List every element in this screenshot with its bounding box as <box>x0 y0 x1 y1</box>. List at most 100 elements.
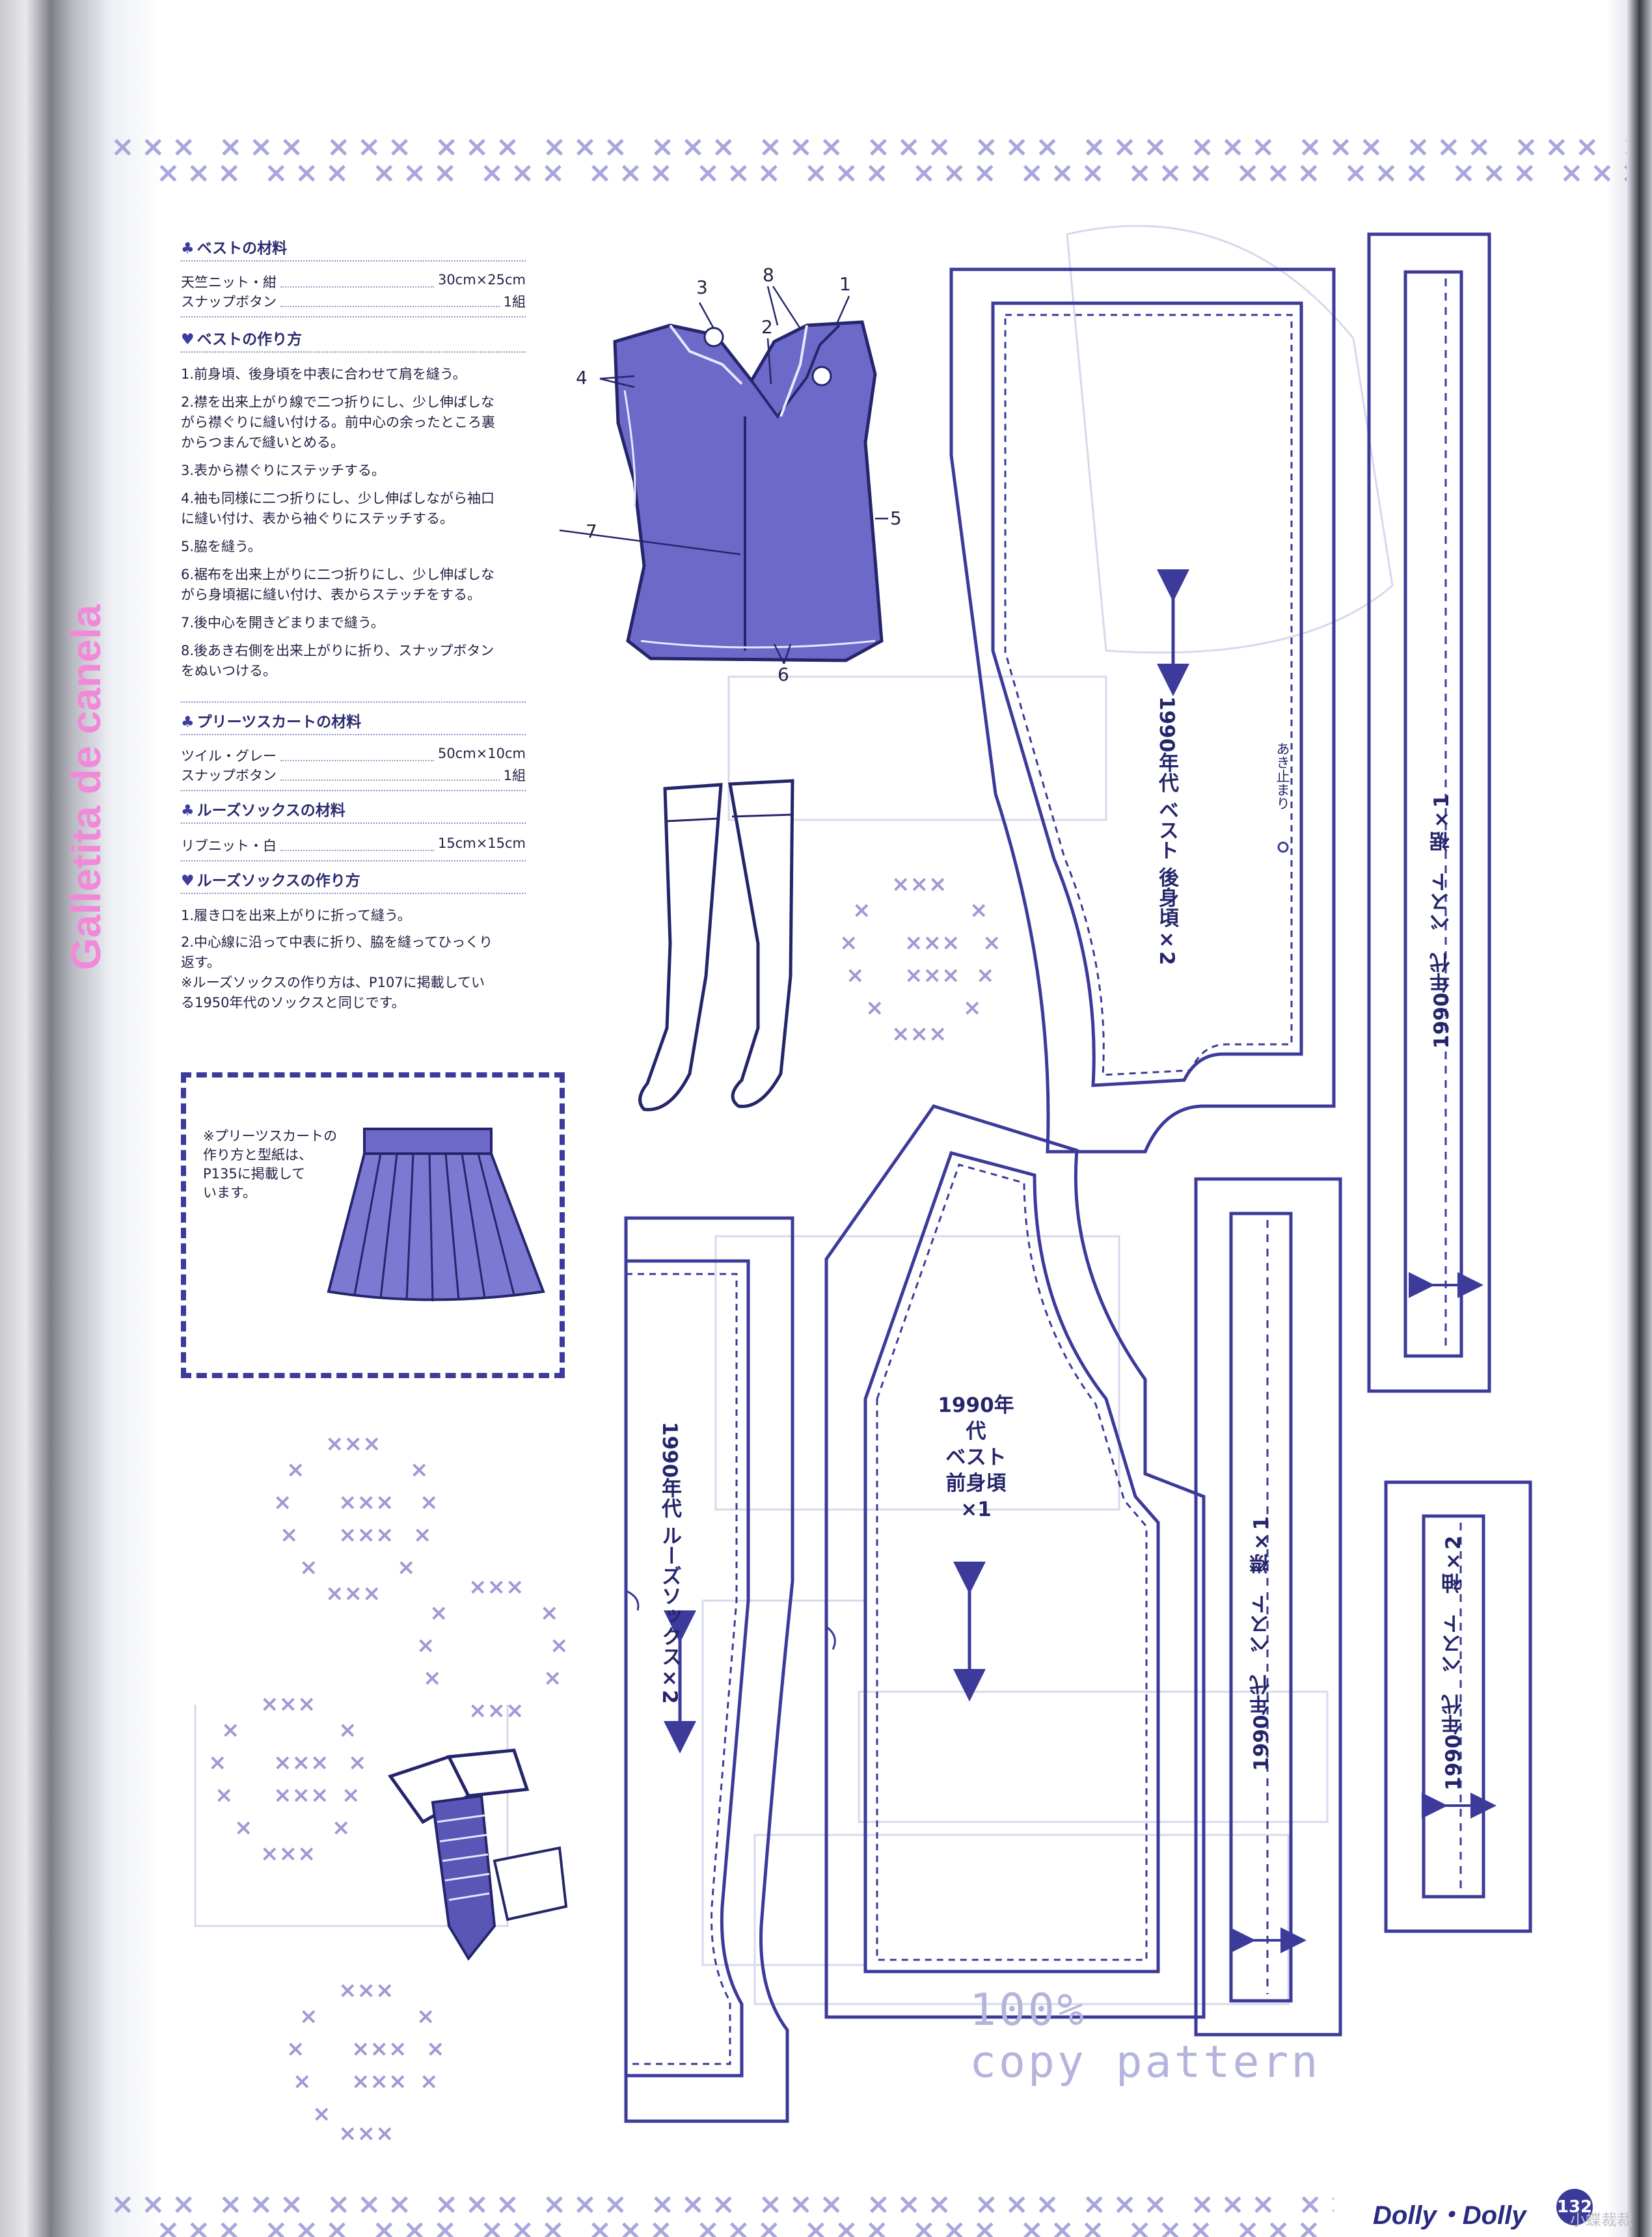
divider <box>181 860 526 861</box>
divider <box>181 822 526 824</box>
step-item: 5.脇を縫う。 <box>181 539 262 554</box>
svg-text:×: × <box>976 962 995 988</box>
svg-text:×: × <box>969 897 988 923</box>
diagram-number: 1 <box>839 273 851 295</box>
svg-text:×: × <box>413 1522 432 1548</box>
club-icon: ♣ <box>181 802 195 819</box>
svg-text:×××: ××× <box>904 930 960 956</box>
socks-label: 1990年代 ルーズソックス×2 <box>658 1422 681 1704</box>
copy-pattern-note: 100% copy pattern <box>969 1985 1321 2088</box>
step-item: 6.裾布を出来上がりに二つ折りにし、少し伸ばしながら身頃裾に縫い付け、表からステ… <box>181 567 495 603</box>
opening-stop-label: あき止まり <box>1275 742 1290 810</box>
svg-text:×××: ××× <box>338 1977 394 2003</box>
pattern-vest-sleeve <box>1384 1480 1532 1933</box>
svg-text:×××: ××× <box>325 1580 381 1607</box>
svg-text:×: × <box>273 1489 292 1515</box>
svg-text:×××: ××× <box>351 2068 407 2095</box>
svg-text:×: × <box>416 2003 435 2029</box>
svg-text:×: × <box>293 2068 312 2095</box>
cross-stitch-border-top: ××× ××× ××× ××× ××× ××× ××× ××× ××× ××× … <box>111 134 1627 189</box>
step-item: 2.中心線に沿って中表に折り、脇を縫ってひっくり返す。 <box>181 934 493 970</box>
pattern-front-body <box>824 1104 1206 2019</box>
skirt-illustration <box>327 1128 545 1302</box>
divider <box>181 893 526 894</box>
collar-tie-illustration <box>387 1748 568 1961</box>
club-icon: ♣ <box>181 714 195 731</box>
socks-howto-heading: ♥ルーズソックスの作り方 <box>181 873 360 889</box>
cross-stitch-decorations: ××××× ××××× ××××× ××××× ××××× ××××× ××××… <box>208 871 1001 2147</box>
diagram-number: 6 <box>778 664 789 685</box>
svg-text:×: × <box>208 1750 227 1776</box>
front-body-label: 1990年代 ベスト 前身頃×1 <box>938 1394 1014 1521</box>
svg-text:×××: ××× <box>904 962 960 988</box>
svg-text:×: × <box>332 1815 351 1841</box>
svg-text:×: × <box>429 1600 448 1626</box>
step-item: 1.前身頃、後身頃を中表に合わせて肩を縫う。 <box>181 366 467 382</box>
svg-text:×: × <box>416 1633 435 1659</box>
svg-text:×××: ××× <box>338 2121 394 2147</box>
heart-icon: ♥ <box>181 873 195 889</box>
svg-text:×: × <box>286 2036 305 2062</box>
pattern-back-body <box>949 267 1336 1154</box>
svg-text:×: × <box>852 897 871 923</box>
vest-illustration <box>559 286 888 664</box>
svg-text:×: × <box>348 1750 367 1776</box>
socks-steps: 1.履き口を出来上がりに折って縫う。 2.中心線に沿って中表に折り、脇を縫ってひ… <box>181 906 532 1013</box>
skirt-materials-heading: ♣プリーツスカートの材料 <box>181 714 362 731</box>
diagram-number: 3 <box>696 277 708 298</box>
svg-text:×××: ××× <box>338 1522 394 1548</box>
svg-text:×: × <box>215 1782 234 1808</box>
svg-text:×: × <box>410 1457 429 1483</box>
step-note: ※ルーズソックスの作り方は、P107に掲載している1950年代のソックスと同じで… <box>181 975 485 1010</box>
pattern-vest-collar <box>1194 1177 1342 2037</box>
svg-text:×××: ××× <box>468 1698 524 1724</box>
socks-materials-heading: ♣ルーズソックスの材料 <box>181 802 345 819</box>
svg-text:×: × <box>221 1717 240 1743</box>
diagram-number: 7 <box>586 521 597 542</box>
svg-text:×××: ××× <box>273 1782 329 1808</box>
svg-text:×: × <box>540 1600 559 1626</box>
back-body-label: 1990年代 ベスト 後身頃×2 <box>1155 696 1178 966</box>
svg-text:×××: ××× <box>260 1841 316 1867</box>
svg-text:×: × <box>423 1665 442 1691</box>
divider <box>181 790 526 791</box>
pattern-vest-hem <box>1367 232 1491 1393</box>
svg-text:×: × <box>982 930 1001 956</box>
divider <box>181 260 526 262</box>
svg-text:×: × <box>280 1522 299 1548</box>
svg-text:×: × <box>550 1633 569 1659</box>
step-item: 8.後あき右側を出来上がりに折り、スナップボタンをぬいつける。 <box>181 643 494 679</box>
svg-text:×: × <box>420 2068 439 2095</box>
svg-text:×××: ××× <box>338 1489 394 1515</box>
step-item: 7.後中心を開きどまりまで縫う。 <box>181 615 385 630</box>
vest-sleeve-label: 1990年代 ベスト 袖×2 <box>1442 1536 1465 1791</box>
svg-text:×××: ××× <box>891 1021 947 1047</box>
cross-stitch-border-bottom: ××× ××× ××× ××× ××× ××× ××× ××× ××× ××× … <box>111 2191 1334 2237</box>
svg-text:×: × <box>426 2036 445 2062</box>
svg-text:×××: ××× <box>260 1691 316 1717</box>
diagram-number: 2 <box>761 316 773 338</box>
svg-text:×: × <box>839 930 858 956</box>
svg-text:×: × <box>234 1815 253 1841</box>
diagram-number: 5 <box>890 508 902 529</box>
skirt-note-box: ※プリーツスカートの 作り方と型紙は、 P135に掲載して います。 <box>181 1072 565 1378</box>
pattern-socks <box>624 1216 794 2123</box>
page-number: 132 <box>1556 2189 1593 2225</box>
svg-text:×××: ××× <box>468 1574 524 1600</box>
heart-icon: ♥ <box>181 331 195 348</box>
svg-text:×: × <box>420 1489 439 1515</box>
ghost-patterns <box>194 224 1394 2005</box>
club-icon: ♣ <box>181 240 195 257</box>
svg-text:×××: ××× <box>273 1750 329 1776</box>
svg-text:×××: ××× <box>351 2036 407 2062</box>
svg-text:×: × <box>299 2003 318 2029</box>
divider <box>181 734 526 735</box>
skirt-note-text: ※プリーツスカートの 作り方と型紙は、 P135に掲載して います。 <box>203 1128 338 1200</box>
svg-text:×××: ××× <box>891 871 947 897</box>
